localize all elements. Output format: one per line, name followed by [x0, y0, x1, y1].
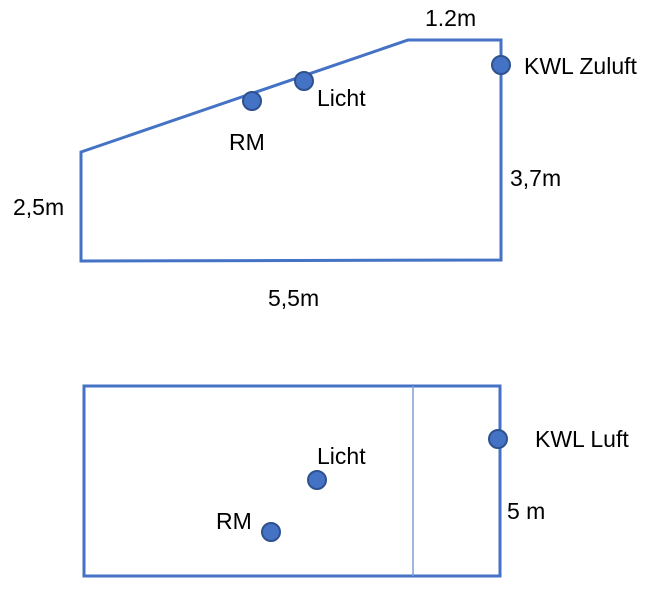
- rm-marker: [242, 91, 262, 111]
- dimension-right-label: 5 m: [507, 498, 545, 524]
- dimension-top-label: 1.2m: [425, 5, 476, 31]
- dimension-left-label: 2,5m: [13, 194, 64, 220]
- top-view-outline: [82, 384, 502, 578]
- side-view: 1.2m KWL Zuluft Licht RM 3,7m 2,5m 5,5m: [13, 5, 638, 311]
- kwl-zuluft-label: KWL Zuluft: [524, 53, 638, 79]
- licht-label: Licht: [317, 85, 366, 111]
- rm-label: RM: [216, 508, 252, 534]
- rm-marker: [261, 522, 281, 542]
- licht-label: Licht: [317, 443, 366, 469]
- kwl-zuluft-marker: [491, 55, 511, 75]
- licht-marker: [307, 470, 327, 490]
- side-view-outline: [79, 38, 503, 263]
- rm-label: RM: [229, 129, 265, 155]
- licht-marker: [294, 71, 314, 91]
- kwl-luft-marker: [488, 429, 508, 449]
- dimension-right-label: 3,7m: [510, 165, 561, 191]
- kwl-luft-label: KWL Luft: [535, 426, 629, 452]
- top-view: KWL Luft Licht 5 m RM: [82, 384, 629, 578]
- dimension-bottom-label: 5,5m: [268, 285, 319, 311]
